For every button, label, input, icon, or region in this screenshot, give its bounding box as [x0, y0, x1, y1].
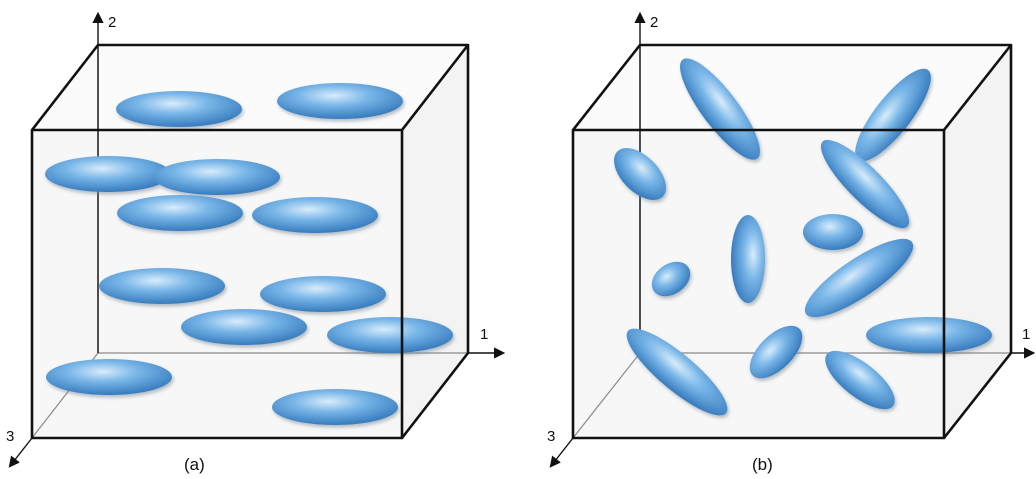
axis-label-2: 2	[650, 14, 658, 31]
ellipsoid	[46, 359, 172, 395]
box-top-face	[573, 45, 1011, 130]
ellipsoid	[825, 350, 895, 410]
ellipsoid	[866, 317, 992, 353]
panel-a: 2 1 3 (a)	[6, 11, 506, 474]
ellipsoids-aligned	[45, 83, 453, 425]
axis-label-3: 3	[6, 428, 14, 445]
ellipsoid	[626, 328, 728, 416]
ellipsoid	[749, 325, 803, 379]
axis-label-2: 2	[108, 14, 116, 31]
ellipsoid	[116, 91, 242, 127]
ellipsoid	[252, 197, 378, 233]
ellipsoid	[277, 83, 403, 119]
ellipsoid	[651, 261, 691, 297]
panel-caption: (b)	[752, 455, 773, 474]
box-visible-edges	[30, 43, 470, 440]
ellipsoid	[820, 139, 910, 229]
axis-arrow-icon	[8, 437, 33, 468]
ellipsoid	[99, 268, 225, 304]
panel-b: 2 1 3 (b)	[547, 11, 1036, 474]
axis-arrow-icon	[549, 437, 574, 468]
axis-label-1: 1	[1022, 326, 1030, 343]
ellipsoid	[855, 68, 931, 162]
ellipsoid	[260, 276, 386, 312]
ellipsoid	[731, 215, 765, 303]
ellipsoid	[154, 159, 280, 195]
ellipsoid	[181, 309, 307, 345]
ellipsoid	[117, 195, 243, 231]
ellipsoid	[614, 148, 666, 200]
ellipsoid	[804, 238, 914, 318]
box-visible-edges	[571, 43, 1013, 440]
ellipsoid	[45, 156, 171, 192]
ellipsoid	[327, 317, 453, 353]
axis-label-3: 3	[547, 428, 555, 445]
ellipsoid	[272, 389, 398, 425]
panel-caption: (a)	[184, 455, 205, 474]
ellipsoid	[680, 58, 760, 160]
ellipsoids-random	[614, 58, 992, 416]
ellipsoid	[803, 214, 863, 250]
axis-label-1: 1	[480, 326, 488, 343]
